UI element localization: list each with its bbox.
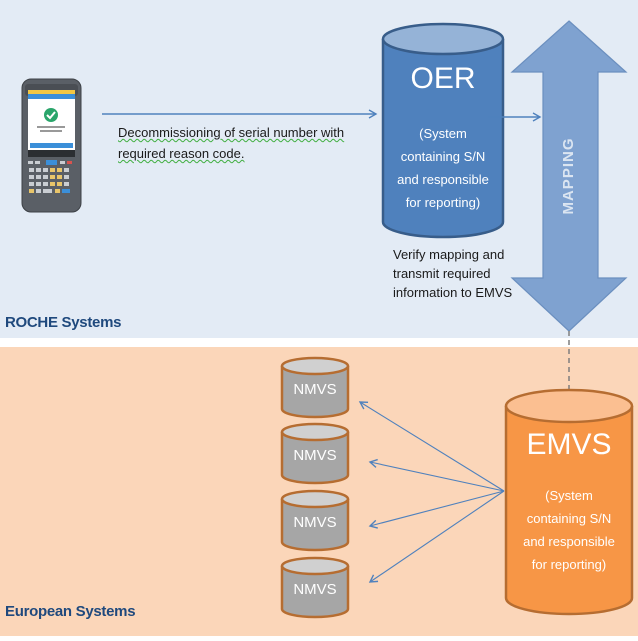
nmvs-cylinder-1 [280, 356, 350, 419]
nmvs-cylinder-3 [280, 489, 350, 552]
emvs-desc-line: for reporting) [531, 557, 607, 572]
roche-systems-label: ROCHE Systems [5, 314, 122, 331]
flow-label-line-2: required reason code. [118, 146, 245, 161]
nmvs-label-2: NMVS [293, 447, 337, 464]
nmvs-label-4: NMVS [293, 581, 337, 598]
oer-note-line: information to EMVS [393, 285, 513, 300]
oer-desc-line: for reporting) [405, 195, 481, 210]
handheld-scanner-icon [21, 78, 82, 213]
nmvs-label-1: NMVS [293, 381, 337, 398]
emvs-description: (System containing S/N and responsible f… [506, 484, 632, 576]
emvs-to-nmvs-arrow-4 [368, 490, 505, 583]
flow-label-line-1: Decommissioning of serial number with [118, 125, 345, 140]
oer-database-cylinder [381, 22, 505, 239]
emvs-database-cylinder [504, 388, 634, 616]
oer-description: (System containing S/N and responsible f… [383, 122, 503, 214]
emvs-title: EMVS [526, 428, 612, 461]
nmvs-label-3: NMVS [293, 514, 337, 531]
oer-note-line: transmit required [393, 266, 491, 281]
nmvs-cylinder-4 [280, 556, 350, 619]
mapping-label: MAPPING [560, 137, 577, 214]
european-systems-label: European Systems [5, 603, 136, 620]
emvs-desc-line: containing S/N [526, 511, 612, 526]
emvs-to-nmvs-arrow-3 [368, 490, 505, 529]
nmvs-cylinder-2 [280, 422, 350, 485]
emvs-to-nmvs-arrow-1 [358, 401, 505, 492]
oer-desc-line: and responsible [397, 172, 489, 187]
emvs-desc-line: and responsible [523, 534, 615, 549]
decommission-flow-label: Decommissioning of serial number with re… [118, 122, 344, 164]
oer-title: OER [410, 62, 476, 95]
oer-note: Verify mapping and transmit required inf… [393, 245, 512, 302]
oer-note-line: Verify mapping and [393, 247, 505, 262]
oer-desc-line: containing S/N [400, 149, 486, 164]
oer-desc-line: (System [419, 126, 467, 141]
emvs-to-nmvs-arrow-2 [368, 458, 505, 492]
emvs-desc-line: (System [545, 488, 593, 503]
